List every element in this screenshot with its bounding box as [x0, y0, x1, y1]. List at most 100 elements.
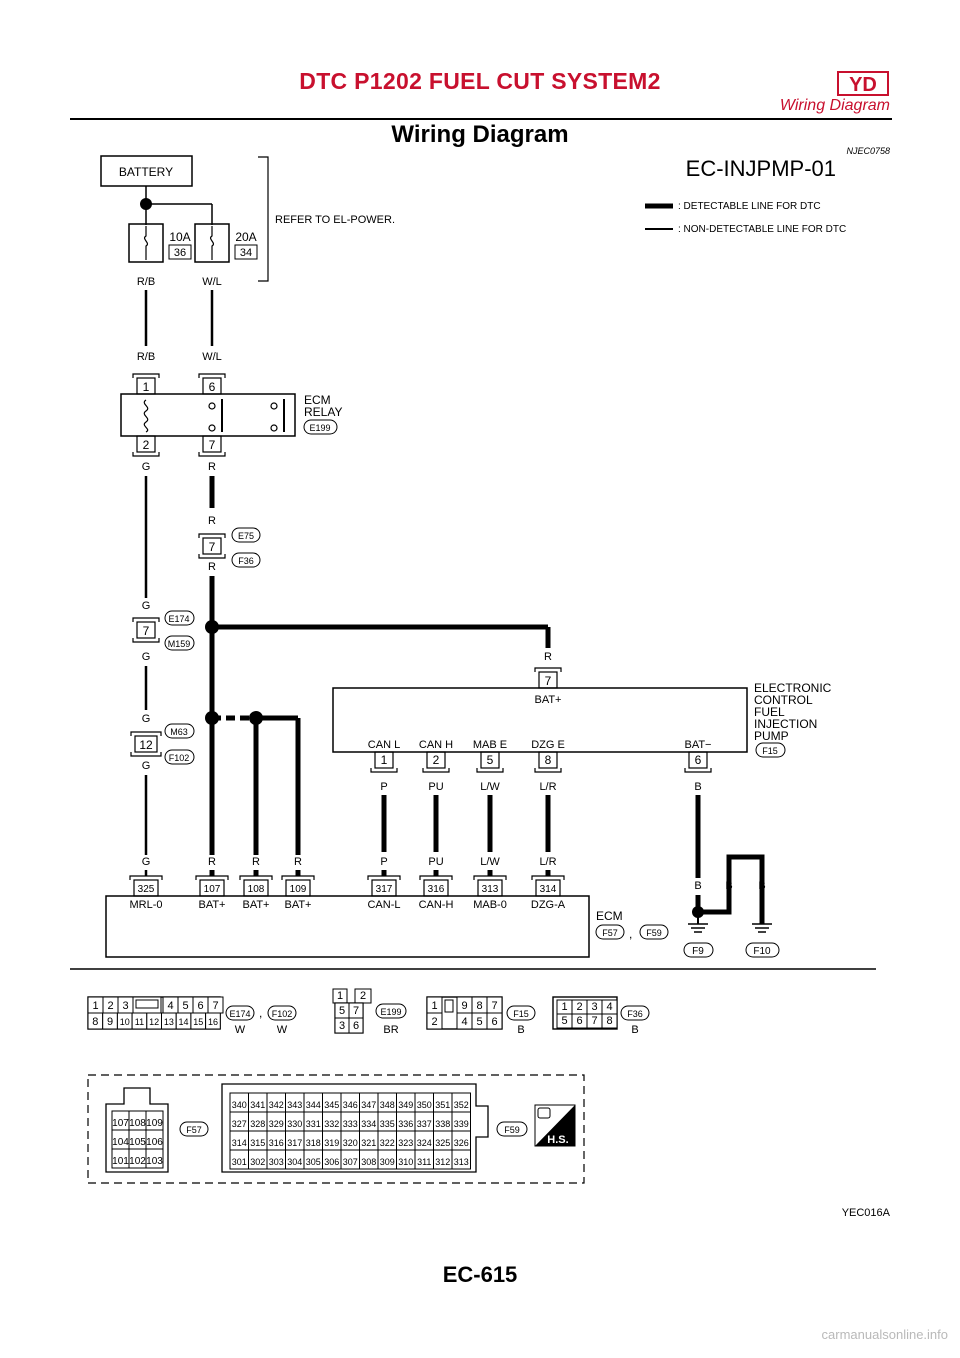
connector-label: F102: [272, 1009, 293, 1019]
connector-cell: [145, 1148, 164, 1169]
connector-pin: 314: [232, 1138, 247, 1148]
engine-badge: YD: [837, 71, 889, 96]
connector-pin: 2: [107, 1000, 113, 1012]
connector-pin: 306: [324, 1157, 339, 1167]
ecm-connector-f57: F57: [602, 928, 618, 938]
connector-label: F36: [238, 556, 254, 566]
pump-name: FUEL: [754, 705, 785, 719]
wire-label: G: [142, 651, 151, 663]
connector-pin: 11: [135, 1017, 144, 1027]
ecm-pin-label: CAN-H: [419, 899, 454, 911]
connector-pin: 3: [339, 1020, 345, 1032]
connector-cell: [486, 1012, 503, 1030]
connector-tag: [496, 1121, 528, 1137]
pin-number: 6: [695, 753, 702, 767]
ecm-pin-label: BAT+: [198, 899, 225, 911]
wire-label: L/R: [539, 781, 556, 793]
connector-outline: [221, 1083, 489, 1173]
pin-bracket: [422, 768, 450, 773]
connector-pin: 309: [380, 1157, 395, 1167]
connector-label: E75: [238, 531, 254, 541]
connector-pin: 4: [167, 1000, 173, 1012]
connector-pin: 13: [164, 1017, 174, 1027]
pin-bracket: [534, 768, 562, 773]
wire-label: G: [142, 760, 151, 772]
pin-number: 317: [376, 884, 393, 895]
relay-connector: E199: [309, 423, 330, 433]
connector-pin: 101: [112, 1156, 129, 1167]
connector-pin: 1: [92, 1000, 98, 1012]
ecm-pin-label: BAT+: [242, 899, 269, 911]
connector-pin: 335: [380, 1119, 395, 1129]
pin-bracket: [367, 875, 401, 880]
connector-pin: 303: [269, 1157, 284, 1167]
wire-label: L/R: [539, 856, 556, 868]
fuse-20a: [194, 223, 230, 263]
connector-color: B: [517, 1024, 524, 1036]
relay-name-1: ECM: [304, 393, 331, 407]
connector-pin: 338: [435, 1119, 450, 1129]
pin-number: 313: [482, 884, 499, 895]
connector-pin: 332: [324, 1119, 339, 1129]
connector-label: F57: [186, 1125, 202, 1135]
connector-pin: 3: [591, 1001, 597, 1013]
connector-pin: 340: [232, 1100, 247, 1110]
connector-pin: 7: [212, 1000, 218, 1012]
ecm-connector-panel: [87, 1074, 585, 1184]
relay-pin-2: 2: [143, 438, 150, 452]
relay-pin-6: 6: [209, 380, 216, 394]
connector-label: F59: [504, 1125, 520, 1135]
connector-pin: 324: [417, 1138, 432, 1148]
separator: ,: [629, 927, 632, 941]
ecm-connector-f59: F59: [646, 928, 662, 938]
connector-pin: 318: [306, 1138, 321, 1148]
connector-pin: 312: [435, 1157, 450, 1167]
connector-pin: 307: [343, 1157, 358, 1167]
connector-tag: [620, 1005, 650, 1021]
hs-label: H.S.: [547, 1134, 568, 1146]
connector-pin: 351: [435, 1100, 450, 1110]
pin-number: 5: [487, 753, 494, 767]
pin-number: 1: [381, 753, 388, 767]
pin-number: 8: [545, 753, 552, 767]
relay-pin-1: 1: [143, 380, 150, 394]
connector-pin: 3: [122, 1000, 128, 1012]
wire-label: G: [142, 713, 151, 725]
connector-pin: 107: [112, 1118, 129, 1129]
connector-label: E174: [168, 614, 189, 624]
jc-pin: 7: [143, 624, 150, 638]
wire-label: G: [142, 600, 151, 612]
connector-key: [444, 999, 454, 1013]
connector-pin: 105: [129, 1137, 146, 1148]
wire-label: P: [380, 781, 387, 793]
wire-label: B: [694, 880, 701, 892]
pin-bracket: [476, 768, 504, 773]
connector-pin: 321: [361, 1138, 376, 1148]
connector-pin: 6: [491, 1016, 497, 1028]
jc-pin: 12: [139, 738, 153, 752]
pin-number: 107: [204, 884, 221, 895]
connector-pin: 311: [417, 1157, 431, 1167]
connector-pin: 310: [398, 1157, 413, 1167]
connector-pin: 7: [491, 1000, 497, 1012]
pin-bracket: [531, 875, 565, 880]
wire-label: R: [208, 856, 216, 868]
connector-pin: 1: [431, 1000, 437, 1012]
pin-number: 314: [540, 884, 557, 895]
connector-pin: 5: [339, 1005, 345, 1017]
connector-label: F36: [627, 1009, 643, 1019]
connector-pin: 9: [461, 1000, 467, 1012]
wire-label: G: [142, 856, 151, 868]
connector-pin: 2: [431, 1016, 437, 1028]
ecm-pin-label: MAB-0: [473, 899, 507, 911]
wire-label: R: [544, 651, 552, 663]
connector-pin: 5: [182, 1000, 188, 1012]
connector-pin: 315: [250, 1138, 265, 1148]
wire-label: W/L: [202, 351, 222, 363]
connector-pin: 350: [417, 1100, 432, 1110]
connector-pin: 5: [561, 1015, 567, 1027]
connector-outline: [105, 1087, 169, 1173]
